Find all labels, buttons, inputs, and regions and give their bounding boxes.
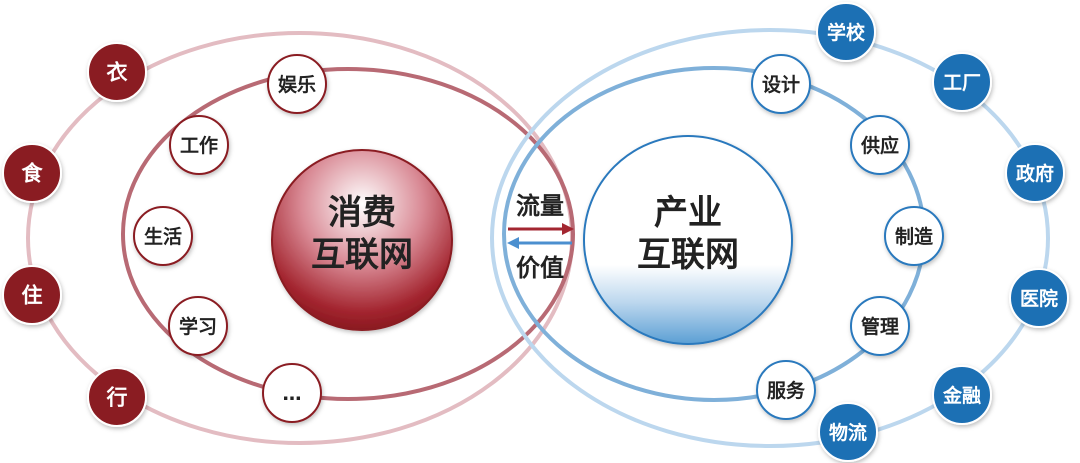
industrial-outer-node: 学校 bbox=[816, 2, 876, 62]
industrial-title-line2: 互联网 bbox=[637, 235, 739, 275]
consumer-inner-circle bbox=[168, 296, 228, 356]
industrial-outer-circle bbox=[1009, 268, 1069, 328]
consumer-outer-node: 住 bbox=[2, 265, 62, 325]
consumer-inner-circle bbox=[267, 54, 327, 114]
consumer-outer-circle bbox=[2, 143, 62, 203]
industrial-outer-label: 医院 bbox=[1020, 287, 1058, 310]
consumer-inner-nodes: 娱乐工作生活学习 … bbox=[133, 54, 327, 423]
industrial-inner-node: 服务 bbox=[756, 360, 816, 420]
industrial-inner-label: 供应 bbox=[860, 134, 899, 157]
consumer-inner-node: … bbox=[262, 363, 322, 423]
consumer-outer-circle bbox=[87, 42, 147, 102]
industrial-inner-label: 管理 bbox=[861, 315, 899, 338]
industrial-inner-node: 供应 bbox=[850, 115, 910, 175]
industrial-inner-circle bbox=[751, 54, 811, 114]
consumer-outer-label: 行 bbox=[106, 386, 128, 410]
consumer-inner-ring bbox=[121, 67, 575, 401]
consumer-outer-node: 衣 bbox=[87, 42, 147, 102]
flow-arrows: 流量 价值 bbox=[507, 192, 574, 282]
industrial-outer-node: 医院 bbox=[1009, 268, 1069, 328]
value-arrow-head bbox=[507, 237, 519, 249]
industrial-outer-circle bbox=[932, 365, 992, 425]
industrial-outer-node: 工厂 bbox=[932, 52, 992, 112]
traffic-arrow-head bbox=[562, 223, 574, 235]
industrial-outer-label: 金融 bbox=[942, 384, 981, 407]
consumer-outer-circle bbox=[2, 265, 62, 325]
industrial-main-circle bbox=[583, 135, 793, 345]
consumer-inner-node: 娱乐 bbox=[267, 54, 327, 114]
consumer-inner-label: 娱乐 bbox=[278, 73, 316, 96]
industrial-inner-node: 管理 bbox=[850, 296, 910, 356]
consumer-inner-node: 学习 bbox=[168, 296, 228, 356]
industrial-outer-node: 政府 bbox=[1005, 143, 1065, 203]
industrial-inner-label: 服务 bbox=[767, 379, 806, 402]
consumer-inner-label: 学习 bbox=[179, 315, 217, 338]
industrial-inner-circle bbox=[850, 115, 910, 175]
industrial-inner-node: 制造 bbox=[884, 206, 944, 266]
industrial-outer-circle bbox=[816, 2, 876, 62]
consumer-inner-circle bbox=[169, 115, 229, 175]
industrial-outer-label: 物流 bbox=[829, 421, 867, 444]
consumer-outer-label: 衣 bbox=[107, 61, 128, 85]
industrial-outer-label: 工厂 bbox=[943, 72, 981, 94]
value-label: 价值 bbox=[516, 254, 564, 282]
industrial-inner-node: 设计 bbox=[751, 54, 811, 114]
consumer-title-line1: 消费 bbox=[328, 193, 396, 233]
industrial-outer-ring bbox=[490, 28, 1050, 448]
industrial-outer-label: 政府 bbox=[1016, 162, 1054, 185]
consumer-outer-circle bbox=[87, 367, 147, 427]
consumer-inner-circle bbox=[133, 206, 193, 266]
consumer-title-line2: 互联网 bbox=[311, 235, 413, 275]
industrial-outer-circle bbox=[818, 402, 878, 462]
industrial-outer-node: 物流 bbox=[818, 402, 878, 462]
industrial-title-line1: 产业 bbox=[654, 193, 722, 233]
consumer-inner-circle bbox=[262, 363, 322, 423]
consumer-inner-label: … bbox=[283, 383, 302, 405]
industrial-inner-label: 设计 bbox=[762, 74, 800, 96]
consumer-main-circle bbox=[271, 149, 453, 331]
consumer-inner-label: 工作 bbox=[180, 134, 218, 157]
industrial-inner-circle bbox=[850, 296, 910, 356]
industrial-inner-label: 制造 bbox=[895, 225, 934, 248]
industrial-inner-circle bbox=[756, 360, 816, 420]
consumer-outer-node: 食 bbox=[2, 143, 62, 203]
main-circles: 消费 互联网 产业 互联网 bbox=[271, 135, 793, 345]
industrial-outer-label: 学校 bbox=[827, 21, 866, 44]
consumer-inner-node: 生活 bbox=[133, 206, 193, 266]
consumer-inner-node: 工作 bbox=[169, 115, 229, 175]
industrial-inner-circle bbox=[884, 206, 944, 266]
industrial-outer-circle bbox=[1005, 143, 1065, 203]
consumer-inner-label: 生活 bbox=[144, 225, 182, 248]
industrial-outer-circle bbox=[932, 52, 992, 112]
industrial-outer-node: 金融 bbox=[932, 365, 992, 425]
consumer-outer-label: 食 bbox=[22, 162, 44, 186]
consumer-outer-label: 住 bbox=[22, 284, 43, 308]
consumer-outer-node: 行 bbox=[87, 367, 147, 427]
traffic-label: 流量 bbox=[516, 192, 564, 220]
